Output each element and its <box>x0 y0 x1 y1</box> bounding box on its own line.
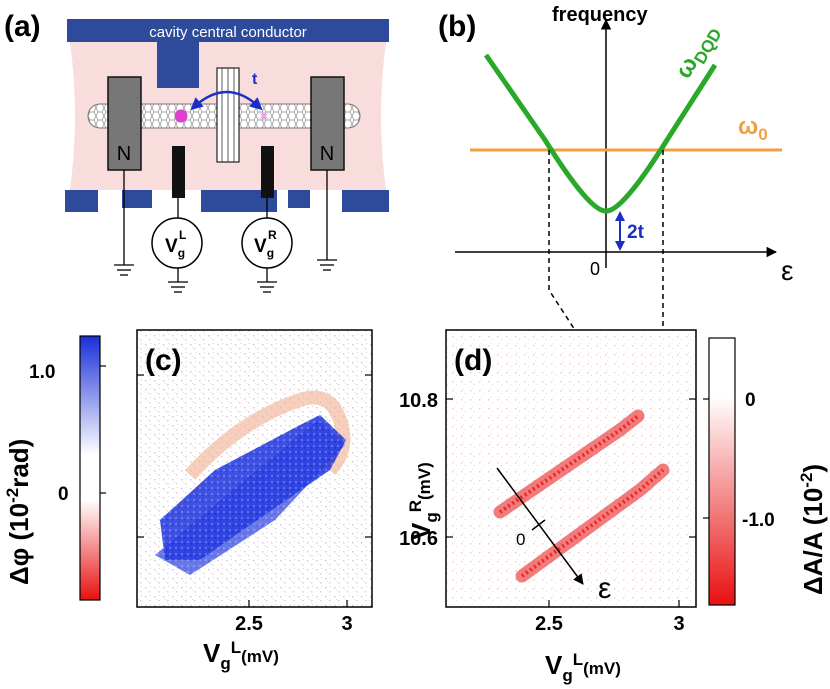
origin-label: 0 <box>590 259 600 279</box>
colorbar-d-tick: 0 <box>745 390 756 411</box>
colorbar-c-tick: 0 <box>58 484 69 505</box>
omega-dqd-curve <box>483 53 718 214</box>
colorbar-d-label: ΔA/A (10-2) <box>797 464 828 595</box>
detuning-symbol: ε <box>598 572 611 605</box>
contact-left-label: N <box>117 143 131 165</box>
detuning-arrow <box>496 467 584 585</box>
detuning-axis-label: ε <box>781 255 793 286</box>
map-d-y-tick: 10.8 <box>399 390 438 412</box>
contact-right-label: N <box>320 143 334 165</box>
omega-dqd-label: ωDQD <box>670 19 726 85</box>
map-d-y-tick: 10.6 <box>399 528 438 550</box>
tunnel-arrow <box>190 90 263 111</box>
map-c-x-label: VgL(mV) <box>203 638 279 673</box>
panel-d-label: (d) <box>454 344 492 377</box>
ground-strip <box>65 190 98 212</box>
panel-a-label: (a) <box>4 10 41 43</box>
omega0-label: ω0 <box>738 113 768 144</box>
ground-strip <box>122 190 152 208</box>
gate-source-right <box>241 217 293 269</box>
ground-strip <box>342 190 389 212</box>
plunger-gate-left <box>172 146 185 198</box>
colorbar-c-label: Δφ (10-2rad) <box>3 439 34 585</box>
colorbar-c <box>79 335 101 601</box>
map-d-x-tick: 3 <box>673 613 684 635</box>
electron-dot-left <box>174 109 188 123</box>
panel-c-label: (c) <box>145 344 182 377</box>
ground-strip <box>288 190 310 208</box>
map-d-y-label: VgR(mV) <box>406 462 441 540</box>
electron-dot-right: ✶ <box>257 109 270 126</box>
tunnel-label: t <box>252 71 258 88</box>
cavity-stub <box>157 42 199 88</box>
frequency-axis-label: frequency <box>552 4 648 26</box>
gate-source-left-label: VgL <box>165 228 186 260</box>
gate-source-left <box>151 217 203 269</box>
map-c-x-tick: 3 <box>341 613 352 635</box>
plunger-gate-right <box>261 146 274 198</box>
panel-a: (a) cavity central conductor N N ✶ t <box>4 10 389 293</box>
map-d-x-tick: 2.5 <box>535 613 563 635</box>
detuning-zero-label: 0 <box>516 530 525 549</box>
gate-source-right-label: VgR <box>254 228 277 260</box>
colorbar-d <box>708 337 736 606</box>
contact-left <box>107 76 142 171</box>
map-c-signal-region <box>155 420 345 575</box>
cavity-label: cavity central conductor <box>149 24 307 41</box>
panel-c: 1.0 0 Δφ (10-2rad) (c) 2.5 3 VgL(mV) <box>3 329 373 673</box>
colorbar-d-tick: -1.0 <box>742 510 775 531</box>
gap-label: 2t <box>627 222 645 243</box>
cavity-central-conductor <box>67 19 389 42</box>
map-c-x-tick: 2.5 <box>235 613 263 635</box>
ground-strip <box>201 190 277 212</box>
panel-b-label: (b) <box>438 10 476 43</box>
panel-d: 0 ε (d) 2.5 3 10.8 10.6 VgL(mV) VgR(mV) … <box>399 329 828 685</box>
detuning-zero-tick <box>531 519 546 531</box>
map-d-x-label: VgL(mV) <box>545 650 621 685</box>
colorbar-c-tick: 1.0 <box>29 362 55 383</box>
